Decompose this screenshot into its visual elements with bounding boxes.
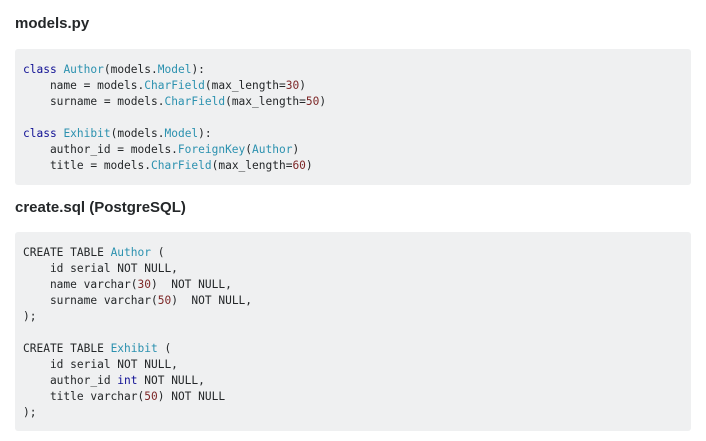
code-token: Exhibit: [110, 342, 158, 355]
code-line: CREATE TABLE Author (: [23, 245, 691, 261]
code-token: NOT NULL,: [137, 374, 205, 387]
code-token: ): [305, 159, 313, 172]
code-token: (max_length=: [204, 79, 286, 92]
code-token: (models.: [103, 63, 158, 76]
code-token: ) NOT NULL,: [171, 294, 253, 307]
code-token: int: [117, 374, 138, 387]
code-line: author_id = models.ForeignKey(Author): [23, 142, 691, 158]
code-line: id serial NOT NULL,: [23, 357, 691, 373]
code-line: id serial NOT NULL,: [23, 261, 691, 277]
code-token: ):: [198, 127, 212, 140]
code-line: );: [23, 309, 691, 325]
code-token: 30: [137, 278, 151, 291]
code-token: Model: [164, 127, 199, 140]
code-token: ) NOT NULL: [157, 390, 226, 403]
code-token: surname varchar(: [23, 294, 158, 307]
models-py-heading: models.py: [15, 15, 90, 32]
code-token: Author: [63, 63, 104, 76]
code-token: title varchar(: [23, 390, 145, 403]
code-token: (max_length=: [211, 159, 293, 172]
code-token: (: [245, 143, 253, 156]
code-token: ForeignKey: [177, 143, 246, 156]
code-token: Exhibit: [63, 127, 111, 140]
code-token: author_id: [23, 374, 118, 387]
code-token: ): [299, 79, 306, 92]
code-token: (: [157, 342, 172, 355]
code-token: id serial NOT NULL,: [23, 358, 178, 371]
code-token: 50: [305, 95, 320, 108]
code-token: ): [292, 143, 300, 156]
code-line: title = models.CharField(max_length=60): [23, 158, 691, 174]
code-line: name = models.CharField(max_length=30): [23, 78, 691, 94]
code-token: surname = models.: [23, 95, 165, 108]
code-token: author_id = models.: [23, 143, 178, 156]
code-line: name varchar(30) NOT NULL,: [23, 277, 691, 293]
code-token: name = models.: [23, 79, 145, 92]
code-token: );: [23, 406, 37, 419]
code-line: class Author(models.Model):: [23, 62, 691, 78]
code-token: name varchar(: [23, 278, 138, 291]
code-token: ): [319, 95, 327, 108]
create-sql-heading: create.sql (PostgreSQL): [15, 199, 186, 216]
code-line: CREATE TABLE Exhibit (: [23, 341, 691, 357]
code-token: title = models.: [23, 159, 151, 172]
code-token: ) NOT NULL,: [151, 278, 232, 291]
code-token: (max_length=: [225, 95, 306, 108]
models-py-code-block: class Author(models.Model): name = model…: [15, 49, 691, 185]
code-token: (models.: [110, 127, 165, 140]
code-token: 50: [144, 390, 158, 403]
code-line: author_id int NOT NULL,: [23, 373, 691, 389]
code-line: surname varchar(50) NOT NULL,: [23, 293, 691, 309]
create-sql-code-block: CREATE TABLE Author ( id serial NOT NULL…: [15, 232, 691, 431]
code-token: 30: [285, 79, 300, 92]
code-line: [23, 110, 691, 126]
code-token: );: [23, 310, 37, 323]
code-token: id serial NOT NULL,: [23, 262, 178, 275]
code-token: (: [150, 246, 165, 259]
code-token: class: [23, 63, 57, 76]
code-token: CharField: [144, 79, 205, 92]
code-line: );: [23, 405, 691, 421]
code-token: Author: [110, 246, 151, 259]
code-token: ):: [191, 63, 205, 76]
code-line: class Exhibit(models.Model):: [23, 126, 691, 142]
code-line: title varchar(50) NOT NULL: [23, 389, 691, 405]
code-token: CREATE TABLE: [23, 246, 111, 259]
code-line: [23, 325, 691, 341]
code-token: Model: [157, 63, 192, 76]
code-token: 60: [292, 159, 306, 172]
code-line: surname = models.CharField(max_length=50…: [23, 94, 691, 110]
code-token: CharField: [150, 159, 212, 172]
code-token: CharField: [164, 95, 226, 108]
code-token: 50: [157, 294, 172, 307]
code-token: CREATE TABLE: [23, 342, 111, 355]
code-token: class: [23, 127, 57, 140]
code-token: Author: [252, 143, 293, 156]
